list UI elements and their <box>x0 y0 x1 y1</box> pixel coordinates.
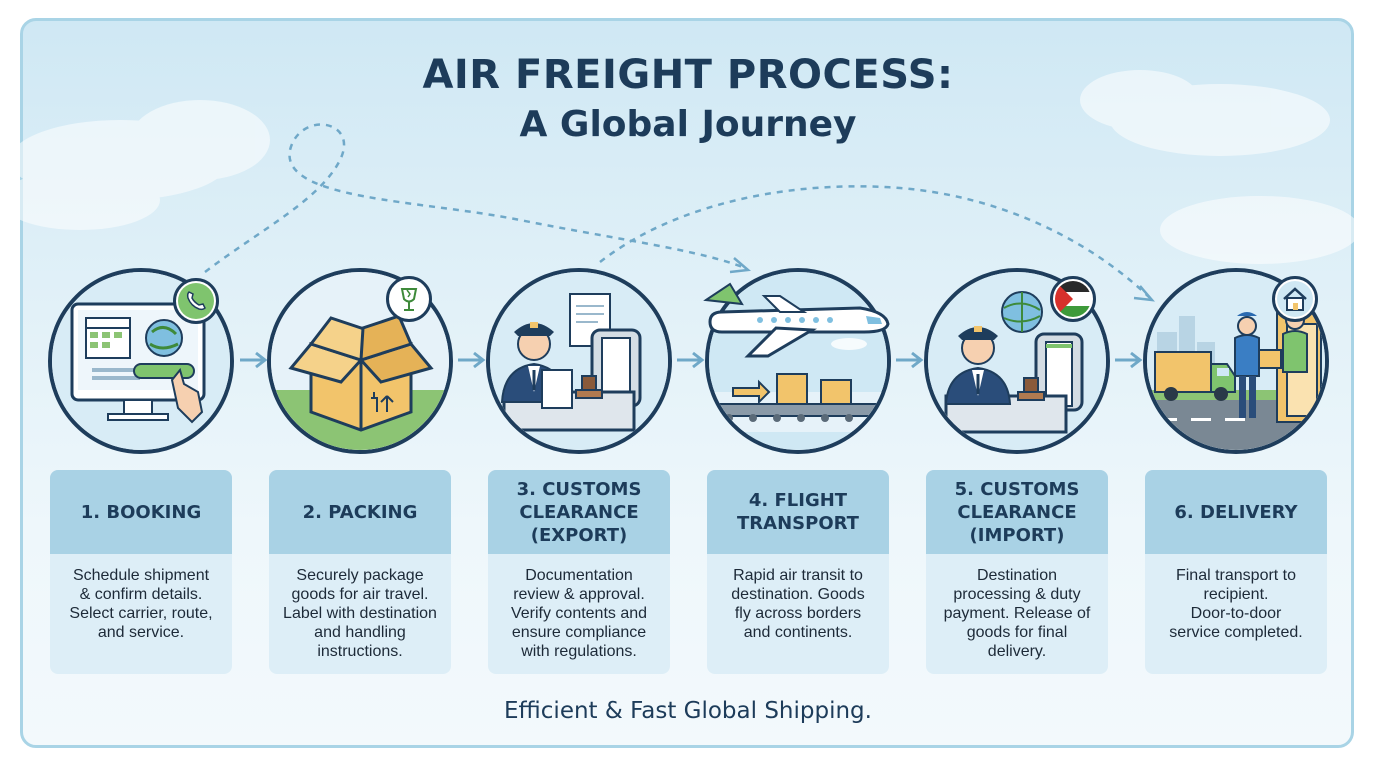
step-card-4: 4. FLIGHT TRANSPORT Rapid air transit to… <box>707 470 889 674</box>
step-description: Rapid air transit to destination. Goods … <box>731 567 865 641</box>
home-badge <box>1272 276 1318 322</box>
step-card-header: 5. CUSTOMS CLEARANCE (IMPORT) <box>926 470 1108 554</box>
customs-officer-icon <box>490 272 668 450</box>
step-arrow-3 <box>677 351 705 369</box>
computer-booking-icon <box>52 272 230 450</box>
fragile-badge <box>386 276 432 322</box>
step-card-header: 1. BOOKING <box>50 470 232 554</box>
step-card-5: 5. CUSTOMS CLEARANCE (IMPORT) Destinatio… <box>926 470 1108 674</box>
step-title: 3. CUSTOMS CLEARANCE (EXPORT) <box>516 478 642 546</box>
flight-path-dashed-left <box>204 123 746 273</box>
step-title: 5. CUSTOMS CLEARANCE (IMPORT) <box>954 478 1080 546</box>
step-description: Documentation review & approval. Verify … <box>510 567 648 660</box>
step-title: 6. DELIVERY <box>1174 501 1298 523</box>
step-description: Securely package goods for air travel. L… <box>283 567 437 660</box>
step-title: 1. BOOKING <box>80 501 202 523</box>
step-3-illustration <box>486 268 672 454</box>
step-card-header: 6. DELIVERY <box>1145 470 1327 554</box>
flight-path-dashed-right <box>599 185 1151 299</box>
step-arrow-4 <box>896 351 924 369</box>
phone-badge <box>173 278 219 324</box>
footer-tagline: Efficient & Fast Global Shipping. <box>504 698 872 724</box>
step-card-3: 3. CUSTOMS CLEARANCE (EXPORT) Documentat… <box>488 470 670 674</box>
fragile-glass-icon <box>400 288 418 311</box>
step-6-illustration <box>1143 268 1329 454</box>
step-description: Final transport to recipient. Door-to-do… <box>1169 567 1303 641</box>
phone-icon <box>178 283 214 319</box>
page-title: AIR FREIGHT PROCESS: <box>422 52 954 98</box>
step-arrow-5 <box>1115 351 1143 369</box>
page-subtitle: A Global Journey <box>519 104 857 145</box>
flag-badge <box>1050 276 1096 322</box>
step-card-header: 2. PACKING <box>269 470 451 554</box>
step-card-2: 2. PACKING Securely package goods for ai… <box>269 470 451 674</box>
step-1-illustration <box>48 268 234 454</box>
step-card-header: 4. FLIGHT TRANSPORT <box>707 470 889 554</box>
step-title: 2. PACKING <box>302 501 418 523</box>
step-5-illustration <box>924 268 1110 454</box>
step-card-header: 3. CUSTOMS CLEARANCE (EXPORT) <box>488 470 670 554</box>
step-card-1: 1. BOOKING Schedule shipment & confirm d… <box>50 470 232 674</box>
step-arrow-1 <box>240 351 268 369</box>
cloud-left <box>0 100 270 230</box>
step-arrow-2 <box>458 351 486 369</box>
step-description: Destination processing & duty payment. R… <box>943 567 1091 660</box>
airplane-icon <box>709 272 887 450</box>
step-card-6: 6. DELIVERY Final transport to recipient… <box>1145 470 1327 674</box>
cloud-right <box>1080 70 1360 264</box>
flag-icon <box>1055 281 1091 317</box>
step-description: Schedule shipment & confirm details. Sel… <box>69 567 213 641</box>
home-icon <box>1277 281 1313 317</box>
step-title: 4. FLIGHT TRANSPORT <box>737 490 859 534</box>
flight-path-arrowhead-left <box>729 257 751 274</box>
airplane-overlay <box>703 282 890 358</box>
